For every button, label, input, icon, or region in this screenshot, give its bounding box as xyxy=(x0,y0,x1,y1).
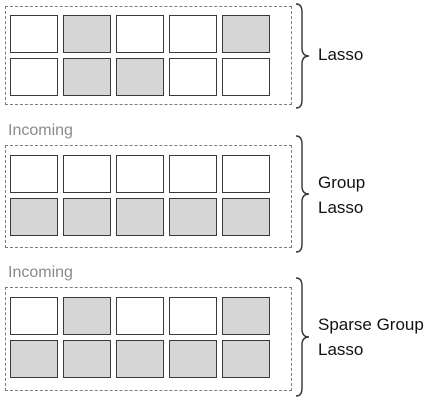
group-lasso-cell-r1-c2 xyxy=(63,155,111,193)
sparse-group-lasso-brace xyxy=(294,276,312,398)
group-lasso-cell-r1-c1 xyxy=(10,155,58,193)
group-lasso-cell-grid xyxy=(10,155,280,236)
sparse-group-lasso-label: Sparse Group Lasso xyxy=(318,312,424,362)
group-lasso-cell-r2-c5 xyxy=(222,198,270,236)
lasso-brace xyxy=(294,2,312,110)
group-lasso-heading: Incoming xyxy=(8,122,73,139)
lasso-cell-r1-c1 xyxy=(10,15,58,53)
lasso-label-line-1: Lasso xyxy=(318,45,364,64)
lasso-dashed-frame xyxy=(5,6,292,105)
group-lasso-cell-r2-c2 xyxy=(63,198,111,236)
group-lasso-label-line-1: Group xyxy=(318,173,366,192)
sparse-group-lasso-cell-r2-c3 xyxy=(116,340,164,378)
sparse-group-lasso-cell-r2-c4 xyxy=(169,340,217,378)
sparse-group-lasso-heading: Incoming xyxy=(8,264,73,281)
lasso-cell-r2-c4 xyxy=(169,58,217,96)
lasso-cell-r2-c2 xyxy=(63,58,111,96)
group-lasso-label: Group Lasso xyxy=(318,170,365,220)
sparse-group-lasso-cell-grid xyxy=(10,297,280,378)
group-lasso-dashed-frame xyxy=(5,145,292,248)
lasso-cell-r2-c5 xyxy=(222,58,270,96)
lasso-cell-r2-c1 xyxy=(10,58,58,96)
sparse-group-lasso-panel: Incoming Sparse Group Lasso xyxy=(0,260,445,402)
lasso-cell-r1-c2 xyxy=(63,15,111,53)
sparse-group-lasso-cell-r1-c3 xyxy=(116,297,164,335)
lasso-cell-r1-c3 xyxy=(116,15,164,53)
sparse-group-lasso-label-line-1: Sparse Group xyxy=(318,315,424,334)
sparse-group-lasso-cell-r2-c5 xyxy=(222,340,270,378)
lasso-cell-grid xyxy=(10,15,280,96)
group-lasso-cell-r1-c3 xyxy=(116,155,164,193)
group-lasso-brace xyxy=(294,134,312,254)
lasso-label: Lasso xyxy=(318,42,363,67)
group-lasso-cell-r2-c4 xyxy=(169,198,217,236)
sparse-group-lasso-cell-r2-c2 xyxy=(63,340,111,378)
group-lasso-label-line-2: Lasso xyxy=(318,198,364,217)
lasso-panel: Lasso xyxy=(0,0,445,115)
sparse-group-lasso-cell-r1-c1 xyxy=(10,297,58,335)
group-lasso-cell-r1-c4 xyxy=(169,155,217,193)
sparse-group-lasso-dashed-frame xyxy=(5,287,292,391)
sparse-group-lasso-label-line-2: Lasso xyxy=(318,340,364,359)
group-lasso-panel: Incoming Group Lasso xyxy=(0,118,445,258)
lasso-cell-r1-c4 xyxy=(169,15,217,53)
group-lasso-cell-r1-c5 xyxy=(222,155,270,193)
group-lasso-cell-r2-c1 xyxy=(10,198,58,236)
sparse-group-lasso-cell-r1-c4 xyxy=(169,297,217,335)
sparse-group-lasso-cell-r1-c2 xyxy=(63,297,111,335)
sparse-group-lasso-cell-r1-c5 xyxy=(222,297,270,335)
group-lasso-cell-r2-c3 xyxy=(116,198,164,236)
lasso-cell-r2-c3 xyxy=(116,58,164,96)
sparse-group-lasso-cell-r2-c1 xyxy=(10,340,58,378)
lasso-cell-r1-c5 xyxy=(222,15,270,53)
